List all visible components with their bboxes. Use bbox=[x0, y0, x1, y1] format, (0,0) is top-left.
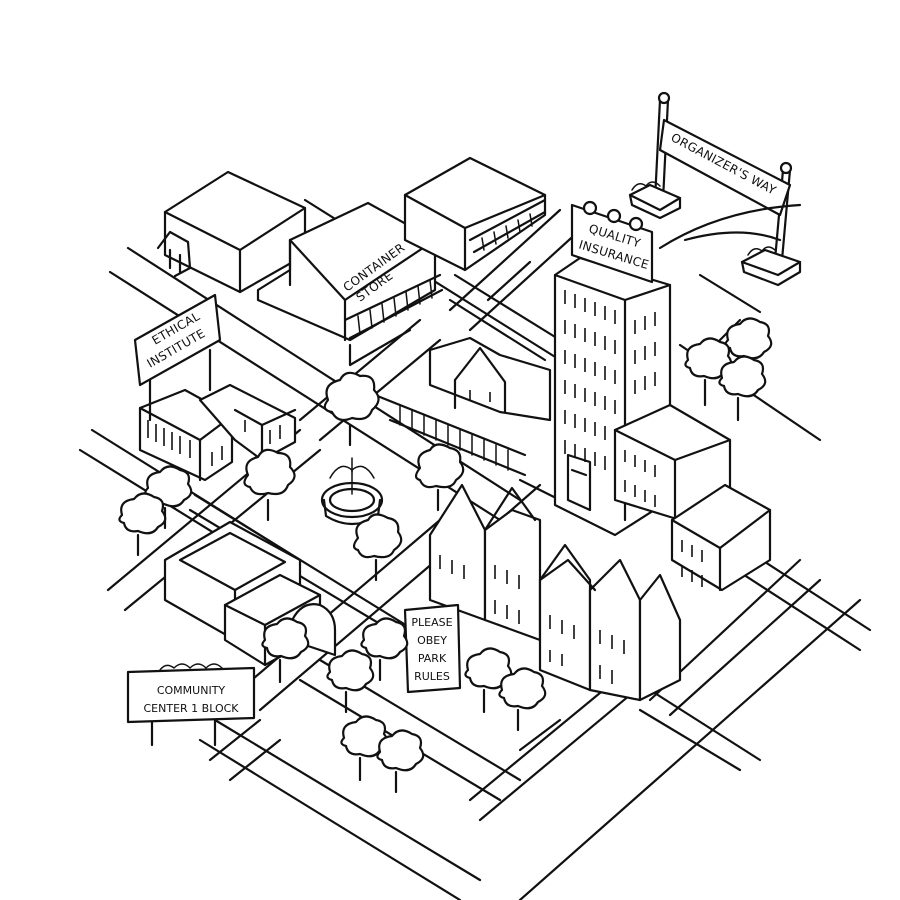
buildings-right-cluster bbox=[613, 403, 772, 592]
park-rules-line4: RULES bbox=[414, 670, 450, 683]
building-top-left bbox=[156, 170, 307, 294]
trees bbox=[118, 317, 773, 794]
community-center-sign: COMMUNITY CENTER 1 BLOCK bbox=[126, 663, 256, 747]
park-rules-line1: PLEASE bbox=[411, 616, 452, 629]
tree bbox=[352, 513, 403, 582]
community-center-line1: COMMUNITY bbox=[157, 684, 226, 697]
tree bbox=[243, 448, 296, 522]
park-rules-line3: PARK bbox=[418, 652, 447, 665]
park-rules-line2: OBEY bbox=[417, 634, 447, 647]
tree bbox=[323, 371, 380, 447]
park-rules-sign: PLEASE OBEY PARK RULES bbox=[403, 603, 462, 694]
tree bbox=[340, 715, 425, 794]
ethical-institute-building: ETHICAL INSTITUTE bbox=[133, 293, 297, 482]
park-fountain bbox=[320, 457, 384, 526]
building-top-middle bbox=[403, 156, 547, 272]
tree bbox=[261, 617, 409, 714]
center-house bbox=[428, 336, 552, 422]
tree bbox=[414, 443, 465, 512]
building-lower-left bbox=[163, 520, 337, 667]
tree bbox=[118, 465, 193, 557]
community-center-line2: CENTER 1 BLOCK bbox=[144, 702, 240, 715]
organizers-way-banner: ORGANIZER'S WAY bbox=[628, 91, 802, 287]
center-fence bbox=[373, 393, 527, 477]
container-store-building: CONTAINER STORE bbox=[256, 201, 444, 367]
tree bbox=[684, 317, 773, 422]
row-houses bbox=[428, 483, 682, 702]
tree bbox=[464, 647, 547, 732]
